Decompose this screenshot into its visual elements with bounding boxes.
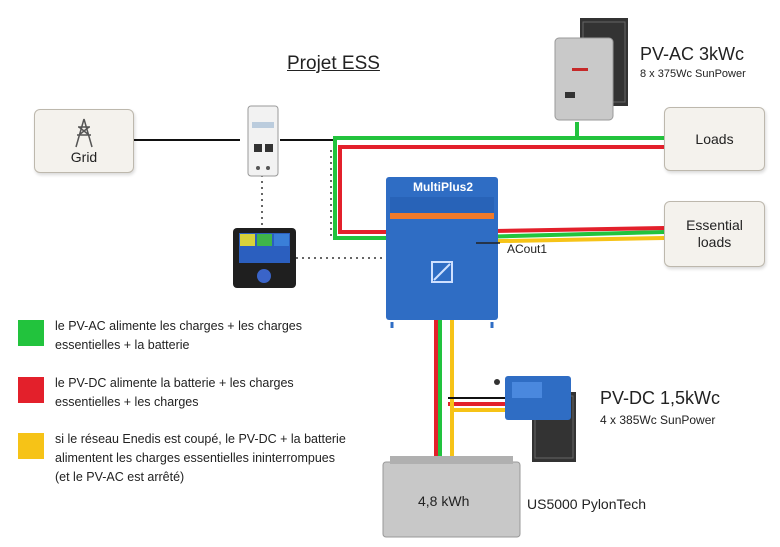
multiplus-title: MultiPlus2 xyxy=(412,180,473,194)
acout-label: ACout1 xyxy=(507,242,548,256)
legend-item-yellow: si le réseau Enedis est coupé, le PV-DC … xyxy=(55,430,346,487)
legend-yellow-line1: si le réseau Enedis est coupé, le PV-DC … xyxy=(55,432,346,446)
essential-loads-label-line1: Essential xyxy=(686,217,743,233)
pylon-icon xyxy=(75,118,93,148)
grid-label: Grid xyxy=(70,149,98,165)
legend-red-line2: essentielles + les charges xyxy=(55,395,199,409)
pv-ac-subtitle: 8 x 375Wc SunPower xyxy=(640,68,746,80)
multiplus-inverter xyxy=(386,177,500,328)
pv-dc-title: PV-DC 1,5kWc xyxy=(600,388,721,408)
pv-ac-inverter xyxy=(554,18,628,121)
battery-model: US5000 PylonTech xyxy=(527,496,647,512)
legend-yellow-line3: (et le PV-AC est arrêté) xyxy=(55,470,185,484)
legend-green-line2: essentielles + la batterie xyxy=(55,338,190,352)
legend-red-line1: le PV-DC alimente la batterie + les char… xyxy=(55,376,294,390)
battery-pack xyxy=(382,456,521,538)
legend-swatch-red xyxy=(18,377,44,403)
pv-dc-subtitle: 4 x 385Wc SunPower xyxy=(600,413,716,427)
page-title: Projet ESS xyxy=(287,53,380,74)
legend-item-red: le PV-DC alimente la batterie + les char… xyxy=(55,374,294,412)
essential-loads-label-line2: loads xyxy=(697,234,732,250)
legend-item-green: le PV-AC alimente les charges + les char… xyxy=(55,317,302,355)
pv-ac-title: PV-AC 3kWc xyxy=(640,44,745,64)
pv-dc-charger xyxy=(494,376,576,462)
loads-box: Loads xyxy=(664,107,765,171)
battery-capacity: 4,8 kWh xyxy=(418,493,470,509)
legend-swatch-green xyxy=(18,320,44,346)
loads-label: Loads xyxy=(695,131,734,147)
legend-green-line1: le PV-AC alimente les charges + les char… xyxy=(55,319,302,333)
grid-box: Grid xyxy=(34,109,134,173)
legend-yellow-line2: alimentent les charges essentielles inin… xyxy=(55,451,336,465)
legend-swatch-yellow xyxy=(18,433,44,459)
essential-loads-box: Essential loads xyxy=(664,201,765,267)
gx-touch-display xyxy=(233,228,296,288)
energy-meter xyxy=(247,105,279,177)
